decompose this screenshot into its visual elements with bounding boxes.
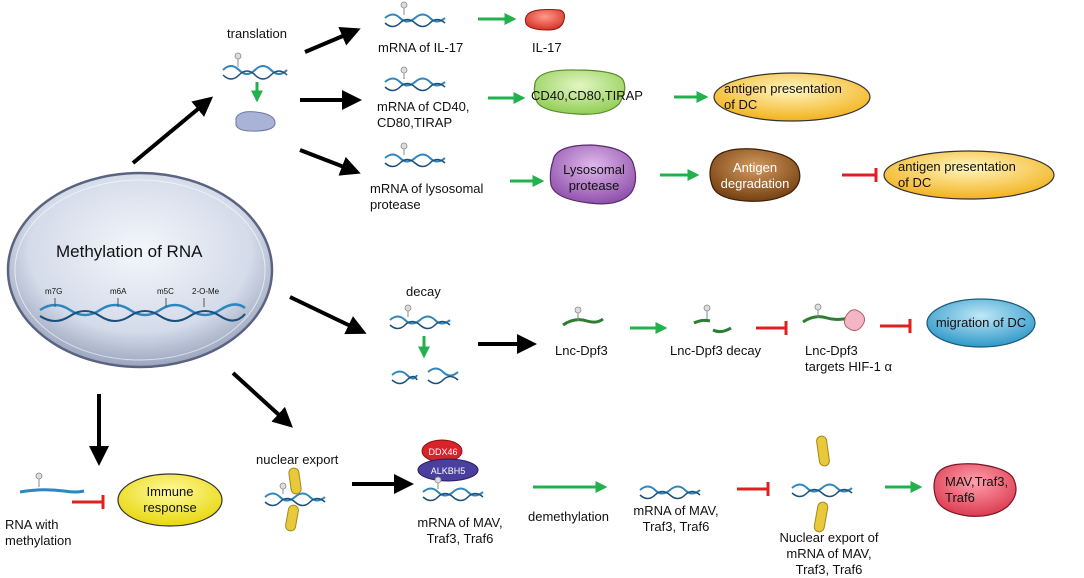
migration-oval [926,298,1036,348]
degradation-label-1: Antigen [732,160,778,175]
lnc-dpf3-targets-label-1: Lnc-Dpf3 [805,343,858,358]
il17-mrna-label: mRNA of IL-17 [378,40,464,55]
lnc-dpf3-decay-icon [693,304,732,334]
degradation-label-2: degradation [720,176,790,191]
translation-rna-icon [222,52,288,80]
central-title: Methylation of RNA [56,242,203,261]
migration-label: migration of DC [935,315,1027,330]
lysosomal-label-2: protease [568,178,620,193]
decay-rna-icon [389,304,451,330]
export-mrna-label-1: mRNA of MAV, [417,515,503,530]
lyso-mrna-label-1: mRNA of lysosomal [370,181,484,196]
mark-2-o-me: 2-O-Me [192,287,220,296]
green-arrows [251,13,923,493]
antigen-presentation-label-1: antigen presentation [724,81,842,96]
lysosomal-protease-shape [549,144,637,205]
alkbh5-label: ALKBH5 [430,466,466,476]
antigen-presentation-oval-lower [883,150,1055,200]
demethylated-mrna-label-2: Traf3, Traf6 [642,519,710,534]
nuclear-export-of-mrna-label-3: Traf3, Traf6 [795,562,863,577]
lysosomal-label-1: Lysosomal [563,162,625,177]
ribosome-icon [235,111,276,132]
lnc-dpf3-icon [562,306,604,327]
cd40-mrna-label-2: CD80,TIRAP [377,115,453,130]
il17-label: IL-17 [532,40,562,55]
decay-heading: decay [406,284,441,299]
cd40-protein-label: CD40,CD80,TIRAP [531,88,643,103]
traf-product-label-2: Traf6 [945,490,975,505]
il17-mrna-icon [384,1,446,28]
mark-m5c: m5C [157,287,174,296]
antigen-presentation-oval-top [713,72,871,122]
export-mrna-label-2: Traf3, Traf6 [426,531,494,546]
antigen-presentation-lower-label-2: of DC [898,175,932,190]
mark-m7g: m7G [45,287,63,296]
immune-response-oval [117,473,223,527]
antigen-degradation-shape [709,148,801,202]
il17-protein-shape [524,9,565,31]
methylated-rna-icon [19,472,85,494]
ddx46-label: DDX46 [428,447,458,457]
lnc-dpf3-decay-label: Lnc-Dpf3 decay [670,343,762,358]
demethylation-label: demethylation [528,509,609,524]
nuclear-export-of-mrna-label-2: mRNA of MAV, [786,546,872,561]
translation-heading: translation [227,26,287,41]
antigen-presentation-label-2: of DC [724,97,758,112]
central-rna-strand [39,298,246,322]
lnc-dpf3-targets-label-2: targets HIF-1 α [805,359,892,374]
exported-mrna-icon [791,435,853,533]
demethylated-mrna-label-1: mRNA of MAV, [633,503,719,518]
traf-product-label-1: MAV,Traf3, [945,474,1009,489]
lyso-mrna-icon [384,142,446,168]
ddx46-alkbh5-complex [417,439,484,502]
lyso-mrna-label-2: protease [370,197,421,212]
immune-response-label-2: response [143,500,197,515]
rna-with-methylation-label-1: RNA with [5,517,59,532]
nuclear-export-icon [264,467,326,532]
mark-m6a: m6A [110,287,127,296]
antigen-presentation-lower-label-1: antigen presentation [898,159,1016,174]
rna-with-methylation-label-2: methylation [5,533,72,548]
nuclear-export-of-mrna-label-1: Nuclear export of [779,530,879,545]
methylation-hub [6,171,274,369]
red-inhibition-lines [72,168,912,509]
decayed-rna-icon [391,367,459,385]
immune-response-label-1: Immune [146,484,194,499]
black-arrows [89,27,537,494]
cd40-protein-shape [533,69,626,115]
lnc-dpf3-hif-icon [802,303,866,332]
nuclear-export-heading: nuclear export [256,452,339,467]
demethylated-mrna-icon [639,485,701,500]
lnc-dpf3-label: Lnc-Dpf3 [555,343,608,358]
cd40-mrna-icon [384,66,446,92]
traf-product-shape [933,463,1017,517]
cd40-mrna-label-1: mRNA of CD40, [377,99,470,114]
